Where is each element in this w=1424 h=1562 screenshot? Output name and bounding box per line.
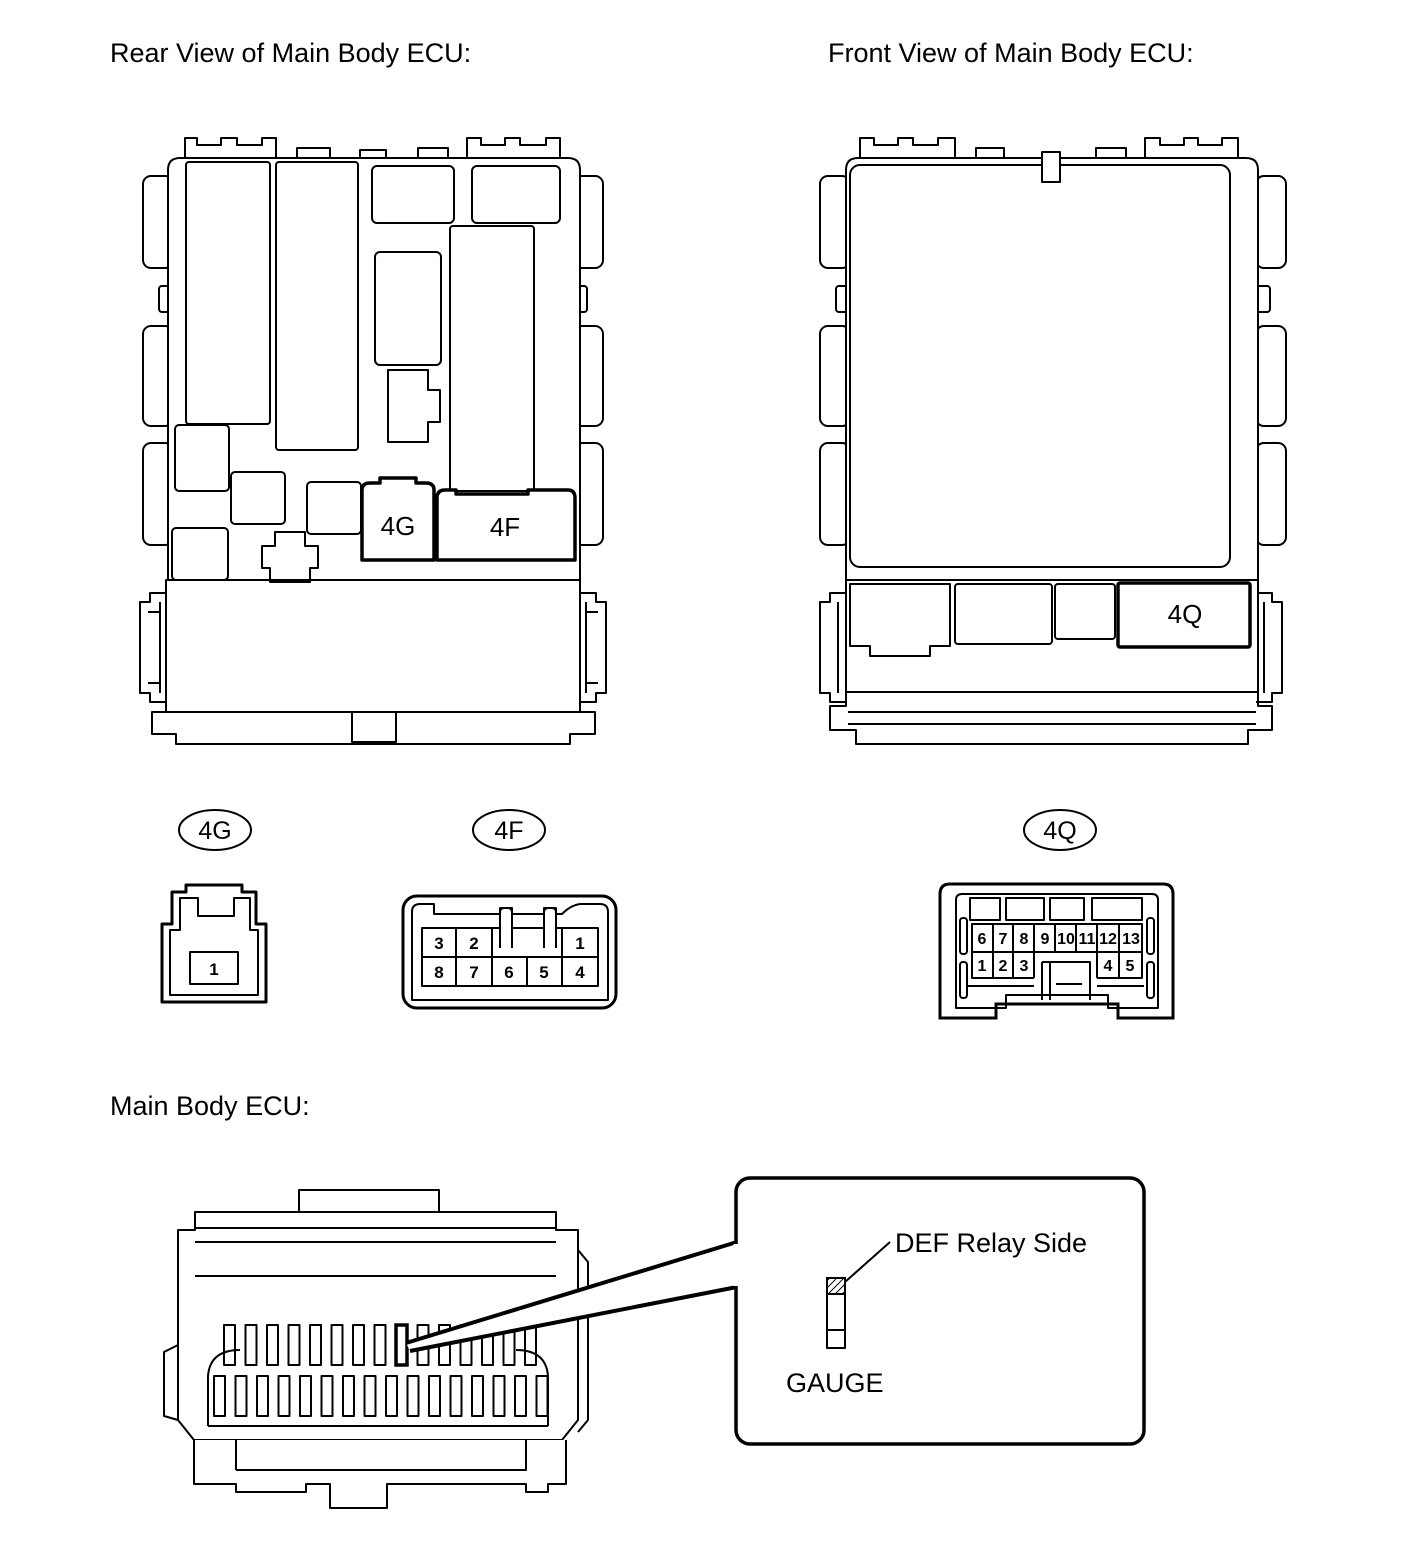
main-ecu-pin-slot (385, 1375, 398, 1417)
connector-4f-pin-3: 3 (434, 934, 443, 953)
connector-4q-pin-12: 12 (1099, 931, 1117, 948)
main-ecu-pin-slot (309, 1324, 322, 1366)
main-ecu-pin-slot (492, 1375, 506, 1417)
callout-box (734, 1176, 1146, 1446)
main-ecu-pin-slot (266, 1324, 279, 1366)
connector-4q-pin-10: 10 (1057, 931, 1075, 948)
connector-4f: 4F 3 2 1 8 7 6 5 4 (401, 809, 618, 1010)
gauge-label: GAUGE (786, 1368, 884, 1398)
main-ecu-pin-slot (213, 1375, 226, 1417)
main-body-ecu (163, 1189, 589, 1509)
front-view-heading: Front View of Main Body ECU: (828, 38, 1194, 68)
main-ecu-pin-slot (428, 1375, 441, 1417)
front-view-ecu: 4Q (819, 137, 1287, 745)
gauge-highlighted-pin (394, 1323, 409, 1367)
main-ecu-pin-slot (535, 1375, 549, 1417)
main-ecu-pin-slot (223, 1324, 236, 1366)
main-ecu-pin-slot (406, 1375, 420, 1417)
main-ecu-pin-slot (342, 1375, 355, 1417)
connector-4q-pin-7: 7 (999, 931, 1008, 948)
main-ecu-pin-slot (352, 1324, 365, 1366)
main-ecu-lower-pins (213, 1375, 549, 1417)
rear-view-ecu: 4G 4F (139, 137, 607, 745)
def-relay-side-label: DEF Relay Side (895, 1228, 1087, 1258)
rear-4f-label: 4F (490, 512, 520, 542)
connector-4q-pin-4: 4 (1104, 958, 1113, 975)
connector-4f-label: 4F (494, 817, 523, 845)
main-ecu-pin-slot (256, 1375, 269, 1417)
connector-4q-pin-13: 13 (1122, 931, 1140, 948)
connector-4q-oval (1023, 809, 1097, 851)
connector-4f-pin-8: 8 (434, 963, 443, 982)
connector-4q-pin-3: 3 (1020, 958, 1029, 975)
main-ecu-pin-slot (320, 1375, 334, 1417)
main-body-heading: Main Body ECU: (110, 1091, 310, 1121)
front-4q-label: 4Q (1168, 599, 1203, 629)
connector-4g-pin: 1 (209, 960, 218, 979)
connector-4f-pin-2: 2 (469, 934, 478, 953)
connector-4q-label: 4Q (1043, 817, 1076, 845)
connector-4g-oval (178, 809, 252, 851)
connector-4f-pin-7: 7 (469, 963, 478, 982)
main-ecu-pin-slot (471, 1375, 484, 1417)
relay-side-hatch (826, 1277, 846, 1295)
connector-4q-pin-5: 5 (1126, 958, 1135, 975)
connector-4q-pin-9: 9 (1041, 931, 1050, 948)
connector-4g: 4G 1 (160, 809, 268, 1004)
main-ecu-pin-slot (299, 1375, 312, 1417)
connector-4f-pin-1: 1 (575, 934, 584, 953)
main-ecu-pin-slot (277, 1375, 291, 1417)
main-ecu-pin-slot (287, 1324, 301, 1366)
rear-4g-label: 4G (381, 511, 416, 541)
connector-4q-pin-1: 1 (978, 958, 987, 975)
main-ecu-pin-slot (234, 1375, 248, 1417)
gauge-callout: DEF Relay Side GAUGE (405, 1176, 1146, 1446)
connector-4q-pin-6: 6 (978, 931, 987, 948)
connector-4g-label: 4G (198, 817, 231, 845)
connector-4q-pin-11: 11 (1079, 931, 1096, 948)
main-ecu-pin-slot (514, 1375, 527, 1417)
rear-view-heading: Rear View of Main Body ECU: (110, 38, 471, 68)
connector-4f-pin-4: 4 (575, 963, 585, 982)
connector-4q: 4Q 6 7 8 9 10 11 12 13 1 2 3 4 (938, 809, 1175, 1020)
connector-4q-pin-8: 8 (1020, 931, 1029, 948)
main-ecu-pin-slot (244, 1324, 258, 1366)
main-ecu-pin-slot (373, 1324, 387, 1366)
connector-4f-pin-5: 5 (539, 963, 548, 982)
main-ecu-pin-slot (363, 1375, 377, 1417)
connector-4q-pin-2: 2 (999, 958, 1008, 975)
main-ecu-pin-slot (449, 1375, 463, 1417)
main-ecu-pin-slot (330, 1324, 344, 1366)
connector-4f-pin-6: 6 (504, 963, 513, 982)
connector-4f-oval (472, 809, 546, 851)
